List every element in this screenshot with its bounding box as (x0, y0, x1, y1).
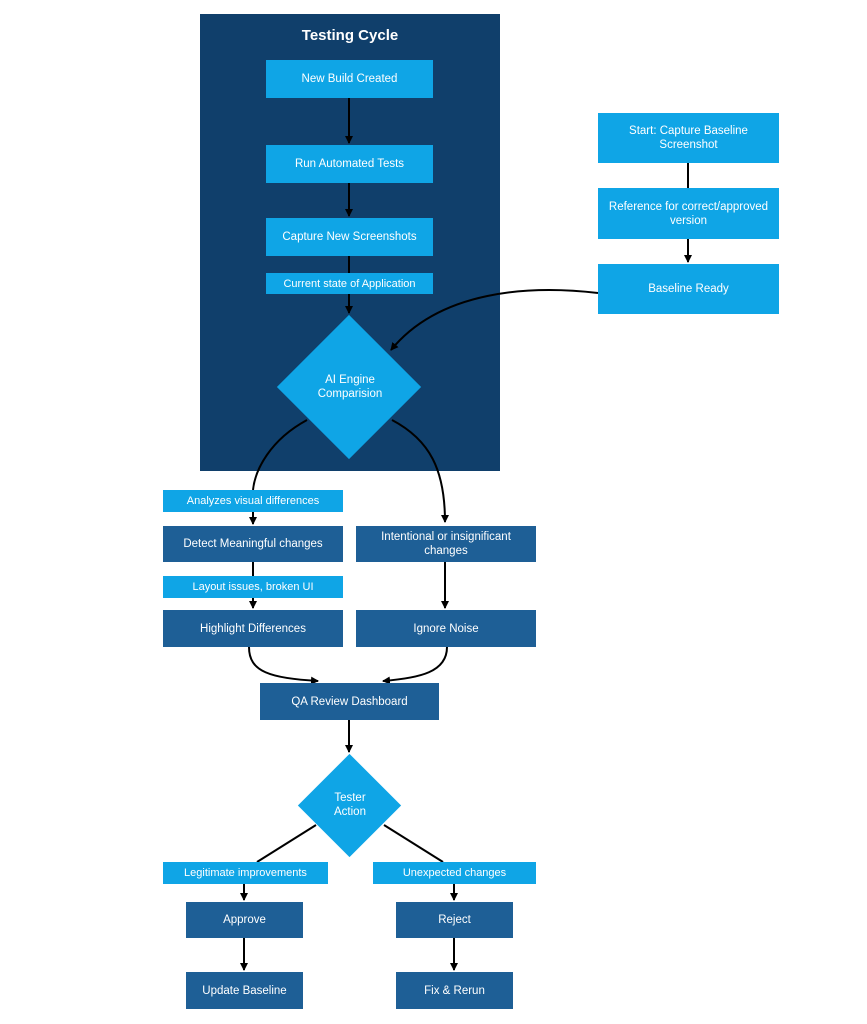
label-current-state: Current state of Application (266, 273, 433, 294)
arrow-ignore-to-dashboard (382, 646, 448, 685)
node-baseline-start: Start: Capture Baseline Screenshot (598, 113, 779, 163)
node-detect-changes: Detect Meaningful changes (163, 526, 343, 562)
label-legitimate-improvements: Legitimate improvements (163, 862, 328, 884)
node-highlight-differences: Highlight Differences (163, 610, 343, 647)
node-intentional-changes: Intentional or insignificant changes (356, 526, 536, 562)
label-analyzes-differences: Analyzes visual differences (163, 490, 343, 512)
curve-engine-left (252, 419, 308, 491)
node-approve: Approve (186, 902, 303, 938)
node-ignore-noise: Ignore Noise (356, 610, 536, 647)
label-unexpected-changes: Unexpected changes (373, 862, 536, 884)
node-baseline-ready: Baseline Ready (598, 264, 779, 314)
node-capture-screenshots: Capture New Screenshots (266, 218, 433, 256)
node-baseline-reference: Reference for correct/approved version (598, 188, 779, 239)
node-update-baseline: Update Baseline (186, 972, 303, 1009)
node-qa-dashboard: QA Review Dashboard (260, 683, 439, 720)
node-run-tests: Run Automated Tests (266, 145, 433, 183)
node-new-build: New Build Created (266, 60, 433, 98)
node-reject: Reject (396, 902, 513, 938)
panel-title: Testing Cycle (301, 27, 399, 44)
line-tester-left (256, 824, 317, 863)
arrow-engine-right (391, 419, 449, 523)
label-layout-issues: Layout issues, broken UI (163, 576, 343, 598)
arrow-highlight-to-dashboard (248, 646, 319, 685)
diamond-ai-engine-label: AI Engine Comparision (317, 374, 383, 400)
node-fix-rerun: Fix & Rerun (396, 972, 513, 1009)
line-tester-right (383, 824, 444, 863)
diamond-tester-action-label: Tester Action (334, 792, 366, 818)
arrow-ready-to-engine (390, 289, 599, 351)
